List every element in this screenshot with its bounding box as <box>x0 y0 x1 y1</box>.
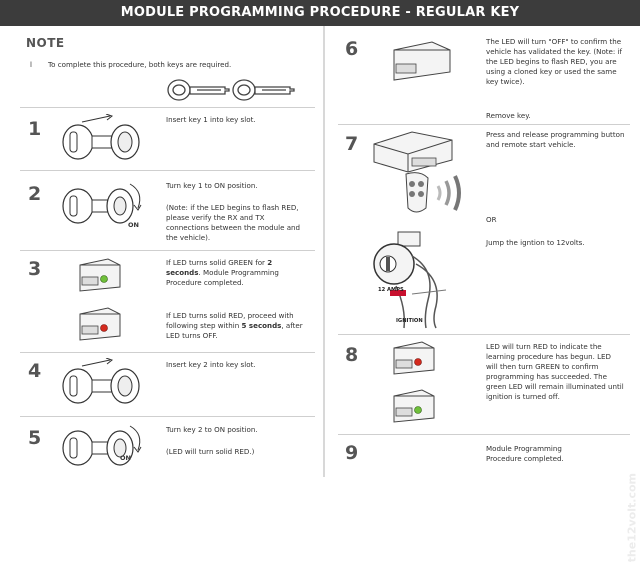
note-heading: NOTE <box>26 36 65 50</box>
step-6-text: The LED will turn "OFF" to confirm the v… <box>486 37 623 86</box>
divider <box>338 334 630 335</box>
rotate-arrow-icon <box>129 183 141 209</box>
module-red-led-illustration <box>393 341 435 375</box>
green-led-icon <box>100 275 108 283</box>
amps-label: 12 AMPS <box>378 287 404 293</box>
step-8-text: LED will turn RED to indicate the learni… <box>486 342 624 401</box>
divider <box>20 250 315 251</box>
remote-fob-icon <box>405 172 429 213</box>
column-divider <box>323 26 325 477</box>
module-green-led-illustration <box>79 258 121 292</box>
step-3-number: 3 <box>28 258 42 280</box>
note-bullet: l <box>30 60 32 69</box>
ignition-label: IGNITION <box>396 318 423 324</box>
step-2-text: Turn key 1 to ON position. <box>166 181 258 190</box>
step-7-alt-text: Jump the igntion to 12volts. <box>486 238 585 247</box>
step-7-number: 7 <box>345 133 359 155</box>
key-turn-illustration <box>62 425 142 466</box>
module-red-led-illustration <box>79 307 121 341</box>
step-5-number: 5 <box>28 427 42 449</box>
step-9-number: 9 <box>345 442 359 464</box>
step-2-note: (Note: if the LED begins to flash RED, p… <box>166 203 301 242</box>
arrow-right-icon <box>81 115 111 123</box>
step-9-text: Module Programming Procedure completed. <box>486 444 564 463</box>
divider <box>338 124 630 125</box>
divider <box>20 416 315 417</box>
signal-waves-icon <box>436 185 442 201</box>
step-4-text: Insert key 2 into key slot. <box>166 360 256 369</box>
fuse-icon <box>390 290 406 296</box>
step-6-remove-text: Remove key. <box>486 111 531 120</box>
step-5-on-label: ON <box>120 454 131 462</box>
divider <box>20 170 315 171</box>
step-1-text: Insert key 1 into key slot. <box>166 115 256 124</box>
step-5-note: (LED will turn solid RED.) <box>166 447 255 456</box>
step-7-or: OR <box>486 215 497 224</box>
key-insert-illustration <box>62 358 140 404</box>
step-2-on-label: ON <box>128 221 139 229</box>
module-green-led-illustration <box>393 389 435 423</box>
step-7-text: Press and release programming button and… <box>486 130 625 149</box>
step-5-text: Turn key 2 to ON position. <box>166 425 258 434</box>
remote-control-illustration <box>405 172 461 213</box>
divider <box>338 434 630 435</box>
arrow-right-icon <box>81 359 111 367</box>
red-led-icon <box>100 324 108 332</box>
note-text: To complete this procedure, both keys ar… <box>48 60 232 69</box>
page-title: MODULE PROGRAMMING PROCEDURE - REGULAR K… <box>0 0 640 26</box>
module-illustration <box>373 131 453 173</box>
divider <box>20 107 315 108</box>
key-insert-illustration <box>62 114 140 160</box>
green-led-icon <box>414 406 422 414</box>
watermark: the12volt.com <box>625 473 638 562</box>
red-led-icon <box>414 358 422 366</box>
step-3-green-text: If LED turns solid GREEN for 2 seconds. … <box>166 258 279 287</box>
step-2-number: 2 <box>28 183 42 205</box>
key-1-icon <box>167 79 230 101</box>
step-4-number: 4 <box>28 360 42 382</box>
divider <box>20 352 315 353</box>
two-keys-illustration <box>167 79 295 101</box>
key-2-icon <box>232 79 295 101</box>
ignition-wiring-illustration <box>373 231 447 329</box>
step-3-red-text: If LED turns solid RED, proceed with fol… <box>166 311 303 340</box>
rotate-arrow-icon <box>129 425 141 451</box>
key-turn-illustration <box>62 183 142 224</box>
step-8-number: 8 <box>345 344 359 366</box>
step-6-number: 6 <box>345 38 359 60</box>
module-led-off-illustration <box>393 41 451 81</box>
step-1-number: 1 <box>28 118 42 140</box>
